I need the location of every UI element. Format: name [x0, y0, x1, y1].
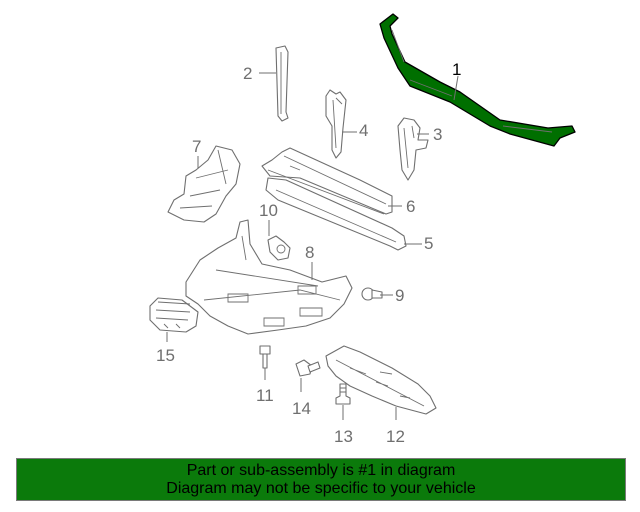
leader-1 — [453, 75, 459, 101]
part-10-clip — [267, 235, 291, 261]
part-number-7[interactable]: 7 — [192, 137, 201, 156]
part-number-9[interactable]: 9 — [395, 286, 404, 305]
part-number-14[interactable]: 14 — [292, 399, 311, 418]
info-banner: Part or sub-assembly is #1 in diagram Di… — [16, 458, 626, 501]
part-6-lower-tie-bar — [261, 147, 393, 215]
part-9-push-pin — [361, 287, 383, 301]
part-1-tie-bar[interactable] — [379, 13, 576, 147]
part-number-13[interactable]: 13 — [334, 427, 353, 446]
part-number-1[interactable]: 1 — [452, 60, 461, 79]
part-3-support-bracket — [397, 117, 429, 181]
part-12-deflector — [325, 345, 437, 415]
banner-line-1: Part or sub-assembly is #1 in diagram — [186, 461, 456, 479]
part-11-screw — [259, 345, 271, 369]
part-7-duct — [167, 145, 241, 223]
part-number-6[interactable]: 6 — [406, 197, 415, 216]
part-8-splash-shield — [185, 219, 353, 335]
part-5-lower-bar — [265, 177, 407, 251]
part-number-15[interactable]: 15 — [156, 346, 175, 365]
part-number-5[interactable]: 5 — [424, 234, 433, 253]
part-number-2[interactable]: 2 — [243, 64, 252, 83]
part-14-bolt — [295, 359, 321, 377]
part-number-11[interactable]: 11 — [256, 386, 274, 405]
part-number-10[interactable]: 10 — [259, 201, 278, 220]
part-number-8[interactable]: 8 — [305, 243, 314, 262]
part-number-12[interactable]: 12 — [386, 427, 405, 446]
part-number-4[interactable]: 4 — [359, 121, 368, 140]
part-number-3[interactable]: 3 — [433, 125, 442, 144]
part-15-module — [149, 297, 199, 333]
banner-line-2: Diagram may not be specific to your vehi… — [166, 479, 476, 497]
part-4-support-bracket — [325, 89, 347, 159]
part-13-fastener — [335, 383, 351, 405]
part-2-bracket — [275, 45, 289, 122]
